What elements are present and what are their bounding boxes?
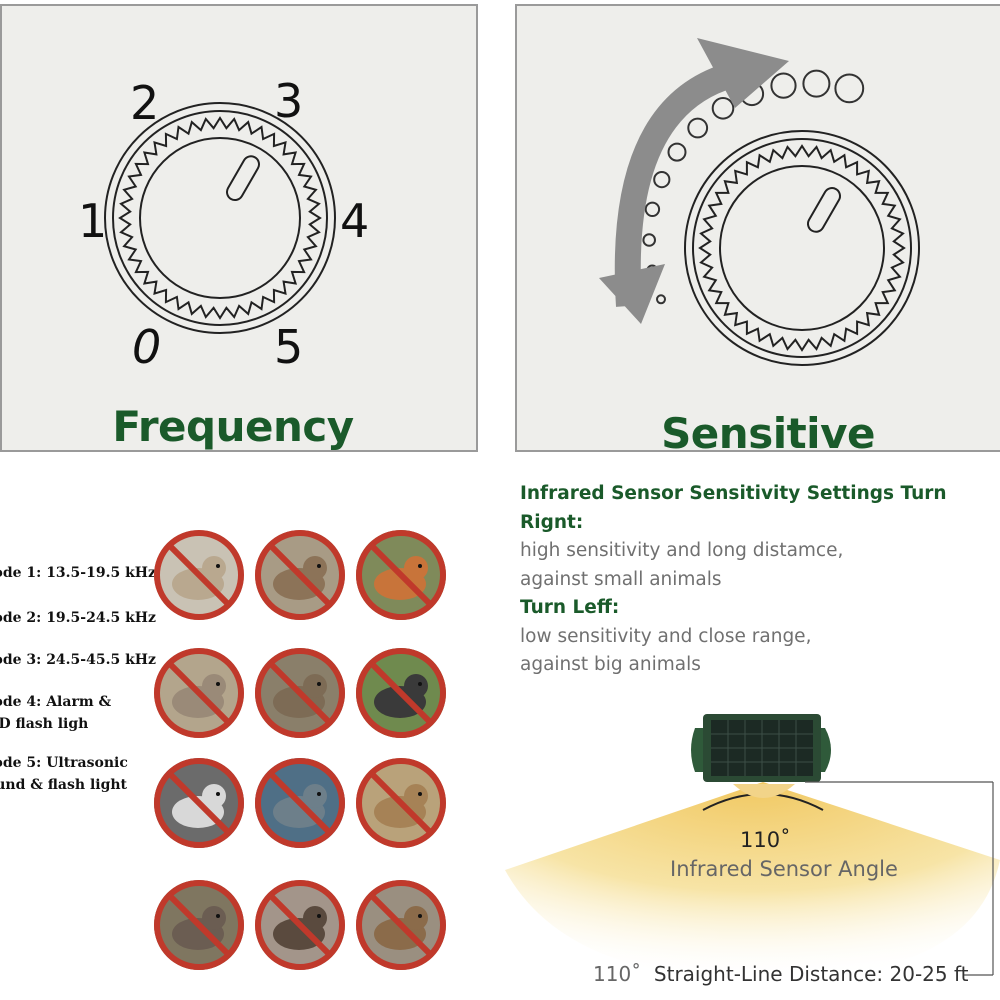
dog-icon bbox=[152, 528, 246, 622]
scale-dot bbox=[653, 171, 671, 189]
dial-number-2: 2 bbox=[130, 76, 160, 130]
turn-right-heading: Infrared Sensor Sensitivity Settings Tur… bbox=[520, 483, 947, 533]
cat-icon bbox=[152, 646, 246, 740]
rotate-arrow-icon bbox=[599, 38, 789, 324]
sensitivity-dial bbox=[599, 38, 920, 366]
mode-4-label: Mode 4: Alarm & bbox=[0, 694, 112, 710]
skunk-icon bbox=[354, 646, 448, 740]
rat-icon bbox=[253, 528, 347, 622]
badger-icon bbox=[253, 646, 347, 740]
mode-2-label: Mode 2: 19.5-24.5 kHz bbox=[0, 610, 156, 626]
turn-right-line-2: against small animals bbox=[520, 568, 722, 590]
scale-dot bbox=[834, 73, 865, 104]
squirrel-icon bbox=[354, 756, 448, 850]
scale-dot bbox=[656, 294, 666, 305]
solar-sensor-device-icon bbox=[691, 714, 831, 798]
mode-3-label: Mode 3: 24.5-45.5 kHz bbox=[0, 652, 156, 668]
turn-left-line-1: low sensitivity and close range, bbox=[520, 625, 812, 647]
raccoon-icon bbox=[152, 878, 246, 972]
mode-5-label-cont: sound & flash light bbox=[0, 777, 128, 793]
scale-dot bbox=[711, 97, 735, 120]
turn-right-line-1: high sensitivity and long distamce, bbox=[520, 540, 844, 561]
boar-icon bbox=[253, 878, 347, 972]
sensor-angle-value: 110˚ bbox=[740, 828, 791, 852]
sensor-angle-label: Infrared Sensor Angle bbox=[670, 857, 898, 881]
frequency-title: Frequency bbox=[112, 402, 354, 451]
scale-dot bbox=[802, 69, 831, 98]
weasel-icon bbox=[354, 878, 448, 972]
sensitivity-panel: Sensitive bbox=[515, 4, 1000, 452]
fox-icon bbox=[354, 528, 448, 622]
frequency-dial bbox=[104, 102, 336, 334]
scale-dot bbox=[642, 233, 656, 247]
duck-icon bbox=[253, 756, 347, 850]
mode-1-label: Mode 1: 13.5-19.5 kHz bbox=[0, 565, 156, 581]
dial-number-0: 0 bbox=[132, 320, 162, 374]
dial-number-1: 1 bbox=[78, 194, 108, 248]
detection-cone bbox=[505, 782, 1000, 980]
sensitivity-info: Infrared Sensor Sensitivity Settings Tur… bbox=[520, 480, 1000, 680]
scale-dot bbox=[667, 142, 687, 162]
dial-number-4: 4 bbox=[340, 194, 370, 248]
dial-number-5: 5 bbox=[274, 320, 304, 374]
scale-dot bbox=[770, 72, 797, 99]
sensor-diagram bbox=[505, 700, 1000, 1000]
scale-dot bbox=[644, 201, 661, 218]
bottom-angle-value: 110˚ bbox=[593, 962, 642, 986]
distance-line: 110˚ Straight-Line Distance: 20-25 ft bbox=[593, 962, 969, 986]
mode-4-label-cont: LED flash ligh bbox=[0, 716, 89, 732]
dial-number-3: 3 bbox=[274, 74, 304, 128]
frequency-panel: 2 3 1 4 0 5 Frequency bbox=[0, 4, 478, 452]
animal-grid bbox=[152, 528, 452, 973]
sensitivity-title: Sensitive bbox=[661, 409, 875, 452]
distance-bracket bbox=[805, 781, 994, 976]
mode-5-label: Mode 5: Ultrasonic bbox=[0, 755, 128, 771]
turn-left-line-2: against big animals bbox=[520, 654, 701, 675]
scale-dot bbox=[687, 117, 709, 139]
straight-line-distance: Straight-Line Distance: 20-25 ft bbox=[653, 962, 969, 986]
turn-left-heading: Turn Leff: bbox=[520, 597, 620, 618]
goose-icon bbox=[152, 756, 246, 850]
